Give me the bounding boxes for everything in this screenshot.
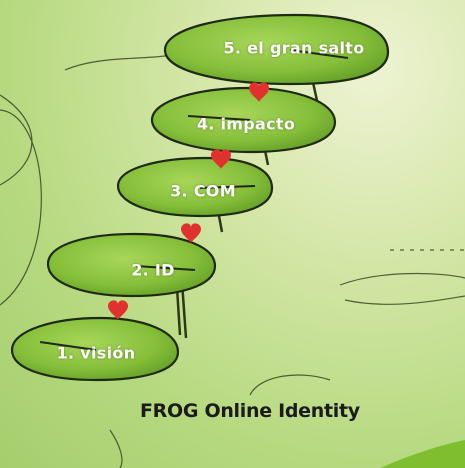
water-ripples xyxy=(0,54,465,468)
step-label-4: 4. impacto xyxy=(196,114,296,134)
heart-icon xyxy=(181,223,201,243)
lily-pad-4 xyxy=(150,86,337,154)
heart-icon xyxy=(108,300,128,320)
brand-title: FROG Online Identity xyxy=(140,400,360,422)
heart-icon xyxy=(249,82,269,102)
step-label-1: 1. visión xyxy=(56,343,136,363)
lily-pad-1 xyxy=(10,316,180,382)
step-label-3: 3. COM xyxy=(170,181,236,201)
lily-pad-5 xyxy=(163,13,390,86)
step-label-2: 2. ID xyxy=(131,260,175,280)
lily-pad-3 xyxy=(116,156,274,218)
hearts xyxy=(108,82,269,320)
corner-patch xyxy=(380,440,465,468)
heart-icon xyxy=(211,149,231,169)
lily-pad-2 xyxy=(46,232,217,298)
step-label-5: 5. el gran salto xyxy=(223,38,365,58)
